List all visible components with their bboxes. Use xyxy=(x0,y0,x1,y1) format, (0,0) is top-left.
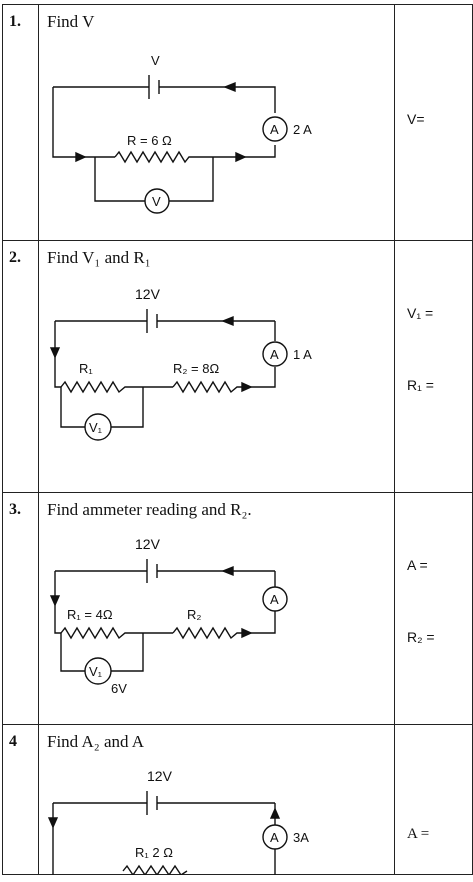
battery-label: 12V xyxy=(147,768,173,784)
wire xyxy=(169,157,214,202)
resistor-r1 xyxy=(60,626,173,640)
resistor-label: R = 6 Ω xyxy=(127,133,172,148)
answer-cell: V₁ = R₁ = xyxy=(394,240,473,493)
resistor-r1 xyxy=(122,864,188,875)
worksheet-table: 1. Find V V R = 6 Ω xyxy=(2,4,473,875)
resistor-r2-label: R₂ xyxy=(187,607,201,622)
wire xyxy=(263,86,276,113)
wire xyxy=(54,571,61,634)
question-prompt: Find V xyxy=(47,12,95,31)
wire xyxy=(94,157,145,202)
resistor-r2 xyxy=(172,380,245,394)
resistor-r1-label: R₁ 2 Ω xyxy=(135,845,173,860)
ammeter xyxy=(262,116,288,142)
question-row-3: 3. Find ammeter reading and R₂. 12V R₁ =… xyxy=(2,492,473,725)
circuit-diagram-2: 12V R₁ R₂ = 8Ω A 1 A V₁ xyxy=(49,286,312,441)
wire xyxy=(245,611,276,634)
question-row-2: 2. Find V₁ and R₁ 12V R₁ R₂ = 8Ω xyxy=(2,240,473,493)
wire xyxy=(111,387,144,428)
answer-blank: A = xyxy=(407,557,428,573)
question-number: 2. xyxy=(2,240,39,493)
answer-cell: V= xyxy=(394,4,473,241)
answer-blank: A = xyxy=(407,826,430,842)
answer-blank: V= xyxy=(407,111,425,127)
question-cell: Find A₂ and A 12V A 3A R₁ 2 Ω xyxy=(38,724,395,875)
resistor-r1-label: R₁ = 4Ω xyxy=(67,607,113,622)
voltmeter xyxy=(84,657,112,685)
current-arrow xyxy=(235,151,247,163)
ammeter-reading: 3A xyxy=(293,830,309,845)
ammeter-symbol: A xyxy=(270,122,279,137)
ammeter-reading: 1 A xyxy=(293,347,312,362)
answer-blank: R₁ = xyxy=(407,377,434,393)
current-arrow xyxy=(269,807,281,819)
answer-cell: A = R₂ = xyxy=(394,492,473,725)
question-cell: Find V₁ and R₁ 12V R₁ R₂ = 8Ω xyxy=(38,240,395,493)
question-prompt: Find A₂ and A xyxy=(47,732,145,751)
ammeter-reading: 2 A xyxy=(293,122,312,137)
ammeter xyxy=(262,824,288,850)
ammeter-symbol: A xyxy=(270,347,279,362)
circuit-diagram-3: 12V R₁ = 4Ω R₂ A V₁ 6V xyxy=(49,536,288,696)
question-prompt: Find ammeter reading and R₂. xyxy=(47,500,252,519)
battery-label: 12V xyxy=(135,286,161,302)
voltmeter xyxy=(84,413,112,441)
wire xyxy=(52,87,115,158)
question-row-4: 4 Find A₂ and A 12V A 3A R₁ 2 Ω xyxy=(2,724,473,875)
ammeter xyxy=(262,586,288,612)
current-arrow xyxy=(49,347,61,359)
voltmeter-reading: 6V xyxy=(111,681,127,696)
wire xyxy=(211,145,276,158)
question-number: 1. xyxy=(2,4,39,241)
wire xyxy=(60,387,85,428)
resistor-r2 xyxy=(172,626,245,640)
battery-label: V xyxy=(151,53,160,68)
wire xyxy=(111,633,144,672)
question-cell: Find ammeter reading and R₂. 12V R₁ = 4Ω… xyxy=(38,492,395,725)
voltmeter-symbol: V₁ xyxy=(89,664,103,679)
current-arrow xyxy=(221,315,234,327)
ammeter xyxy=(262,341,288,367)
voltmeter-symbol: V xyxy=(152,194,161,209)
wire xyxy=(245,367,276,388)
resistor-r1-label: R₁ xyxy=(79,361,93,376)
voltmeter-symbol: V₁ xyxy=(89,420,103,435)
current-arrow xyxy=(221,565,234,577)
resistor-r1 xyxy=(60,380,173,394)
wire xyxy=(60,633,85,672)
ammeter-symbol: A xyxy=(270,592,279,607)
resistor-r2-label: R₂ = 8Ω xyxy=(173,361,219,376)
question-number: 4 xyxy=(2,724,39,875)
voltmeter xyxy=(144,188,170,214)
circuit-diagram-4: 12V A 3A R₁ 2 Ω xyxy=(47,768,309,875)
question-prompt: Find V₁ and R₁ xyxy=(47,248,151,267)
battery-label: 12V xyxy=(135,536,161,552)
current-arrow xyxy=(75,151,87,163)
ammeter-symbol: A xyxy=(270,830,279,845)
answer-blank: R₂ = xyxy=(407,629,435,645)
answer-blank: V₁ = xyxy=(407,305,434,321)
current-arrow xyxy=(47,817,59,829)
resistor xyxy=(114,150,211,164)
question-number: 3. xyxy=(2,492,39,725)
wire xyxy=(54,321,61,388)
current-arrow xyxy=(223,81,236,93)
question-row-1: 1. Find V V R = 6 Ω xyxy=(2,4,473,241)
current-arrow xyxy=(49,595,61,607)
answer-cell: A = xyxy=(394,724,473,875)
question-cell: Find V V R = 6 Ω xyxy=(38,4,395,241)
circuit-diagram-1: V R = 6 Ω A 2 A V xyxy=(52,53,312,214)
